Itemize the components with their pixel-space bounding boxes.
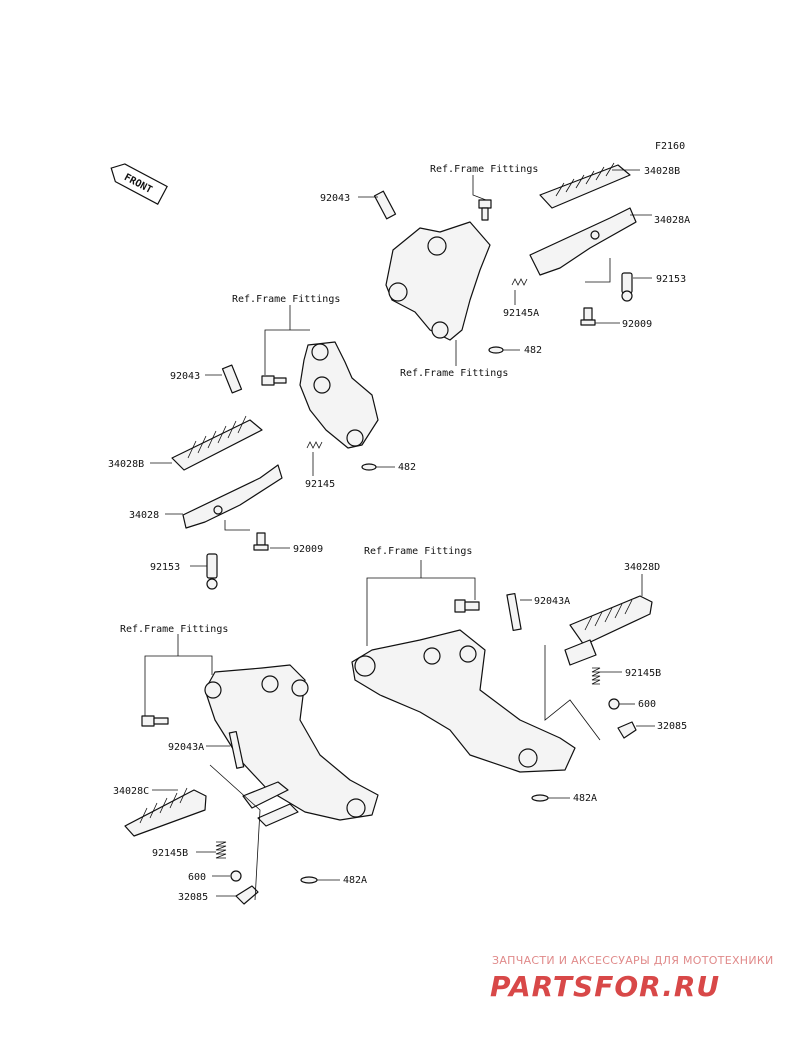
front-direction-arrow: FRONT: [110, 163, 168, 205]
right-rear-bracket: [351, 629, 576, 773]
left-rear-bracket: [204, 664, 379, 821]
part-number-label: 32085: [178, 892, 208, 903]
footpeg-rubber-34028B-left: [171, 415, 263, 471]
screw-92009-left: [253, 532, 269, 551]
bolt-ref-left-top: [261, 375, 287, 386]
part-number-label: 92043: [320, 193, 350, 204]
spring-92145B-left: [215, 841, 227, 859]
stopper-32085-left: [235, 885, 259, 905]
washer-482A-right: [531, 794, 549, 802]
part-number-label: 34028A: [654, 215, 690, 226]
spring-92145B-right: [591, 667, 601, 685]
part-number-label: 34028B: [108, 459, 144, 470]
bracket-hole: [518, 748, 538, 768]
part-number-label: 600: [188, 872, 206, 883]
bolt-ref-top: [478, 199, 492, 221]
bracket-hole: [459, 645, 477, 663]
right-rear-footrest-group: [351, 560, 655, 802]
bracket-hole: [427, 236, 447, 256]
screw-92009-right: [580, 307, 596, 326]
footpeg-34028C: [124, 781, 299, 837]
part-number-label: 600: [638, 699, 656, 710]
bracket-hole: [354, 655, 376, 677]
part-number-label: 92043: [170, 371, 200, 382]
bolt-ref-bottom-right: [454, 599, 480, 613]
spring-92145A: [511, 278, 528, 286]
spring-92145: [306, 441, 323, 449]
part-number-label: 482: [524, 345, 542, 356]
part-number-label: 92145A: [503, 308, 539, 319]
part-number-label: 92009: [293, 544, 323, 555]
footpeg-rubber-34028B-top: [539, 162, 631, 209]
part-number-label: 92009: [622, 319, 652, 330]
footpeg-34028D: [564, 595, 653, 666]
part-number-label: 34028B: [644, 166, 680, 177]
ref-frame-label: Ref.Frame Fittings: [232, 294, 340, 305]
watermark-brand: PARTSFOR.RU: [490, 970, 720, 1003]
stopper-32085-right: [617, 721, 637, 739]
bracket-hole: [261, 675, 279, 693]
part-number-label: 482A: [343, 875, 367, 886]
part-number-label: 92145B: [152, 848, 188, 859]
pin-92043-left: [221, 364, 243, 394]
bracket-hole: [431, 321, 449, 339]
bracket-hole: [311, 343, 329, 361]
part-number-label: 34028C: [113, 786, 149, 797]
part-number-label: 482: [398, 462, 416, 473]
left-rear-footrest-group: [124, 634, 379, 905]
part-number-label: 34028: [129, 510, 159, 521]
pin-92153-left: [206, 553, 218, 590]
part-number-label: 92145: [305, 479, 335, 490]
footpeg-34028A: [529, 207, 637, 276]
pin-92043A-right: [506, 592, 522, 632]
left-front-bracket: [299, 341, 379, 449]
ball-600-left: [230, 870, 242, 882]
left-front-footrest-group: [150, 305, 395, 590]
pin-92043A-left: [228, 730, 245, 769]
watermark-tagline: ЗАПЧАСТИ И АКСЕССУАРЫ ДЛЯ МОТОТЕХНИКИ: [492, 954, 774, 967]
pin-92153-right: [621, 272, 633, 302]
ball-600-right: [608, 698, 620, 710]
bracket-hole: [346, 429, 364, 447]
right-front-bracket: [385, 221, 491, 341]
ref-frame-label: Ref.Frame Fittings: [430, 164, 538, 175]
bracket-hole: [388, 282, 408, 302]
part-number-label: 92043A: [168, 742, 204, 753]
ref-frame-label: Ref.Frame Fittings: [364, 546, 472, 557]
pin-92043-top: [373, 190, 397, 220]
bolt-ref-bottom-left: [141, 715, 169, 727]
part-number-label: 92043A: [534, 596, 570, 607]
part-number-label: 92153: [150, 562, 180, 573]
part-number-label: 92153: [656, 274, 686, 285]
part-number-label: 34028D: [624, 562, 660, 573]
ref-frame-label: Ref.Frame Fittings: [120, 624, 228, 635]
bracket-hole: [313, 376, 331, 394]
washer-482-mid: [361, 463, 377, 471]
part-number-label: 92145B: [625, 668, 661, 679]
washer-482A-left: [300, 876, 318, 884]
washer-482-top: [488, 346, 504, 354]
bracket-hole: [423, 647, 441, 665]
figure-code: F2160: [655, 141, 685, 152]
bracket-hole: [204, 681, 222, 699]
bracket-hole: [346, 798, 366, 818]
bracket-hole: [291, 679, 309, 697]
right-front-footrest-group: [358, 162, 652, 366]
part-number-label: 482A: [573, 793, 597, 804]
ref-frame-label: Ref.Frame Fittings: [400, 368, 508, 379]
part-number-label: 32085: [657, 721, 687, 732]
footpeg-34028: [182, 464, 283, 529]
